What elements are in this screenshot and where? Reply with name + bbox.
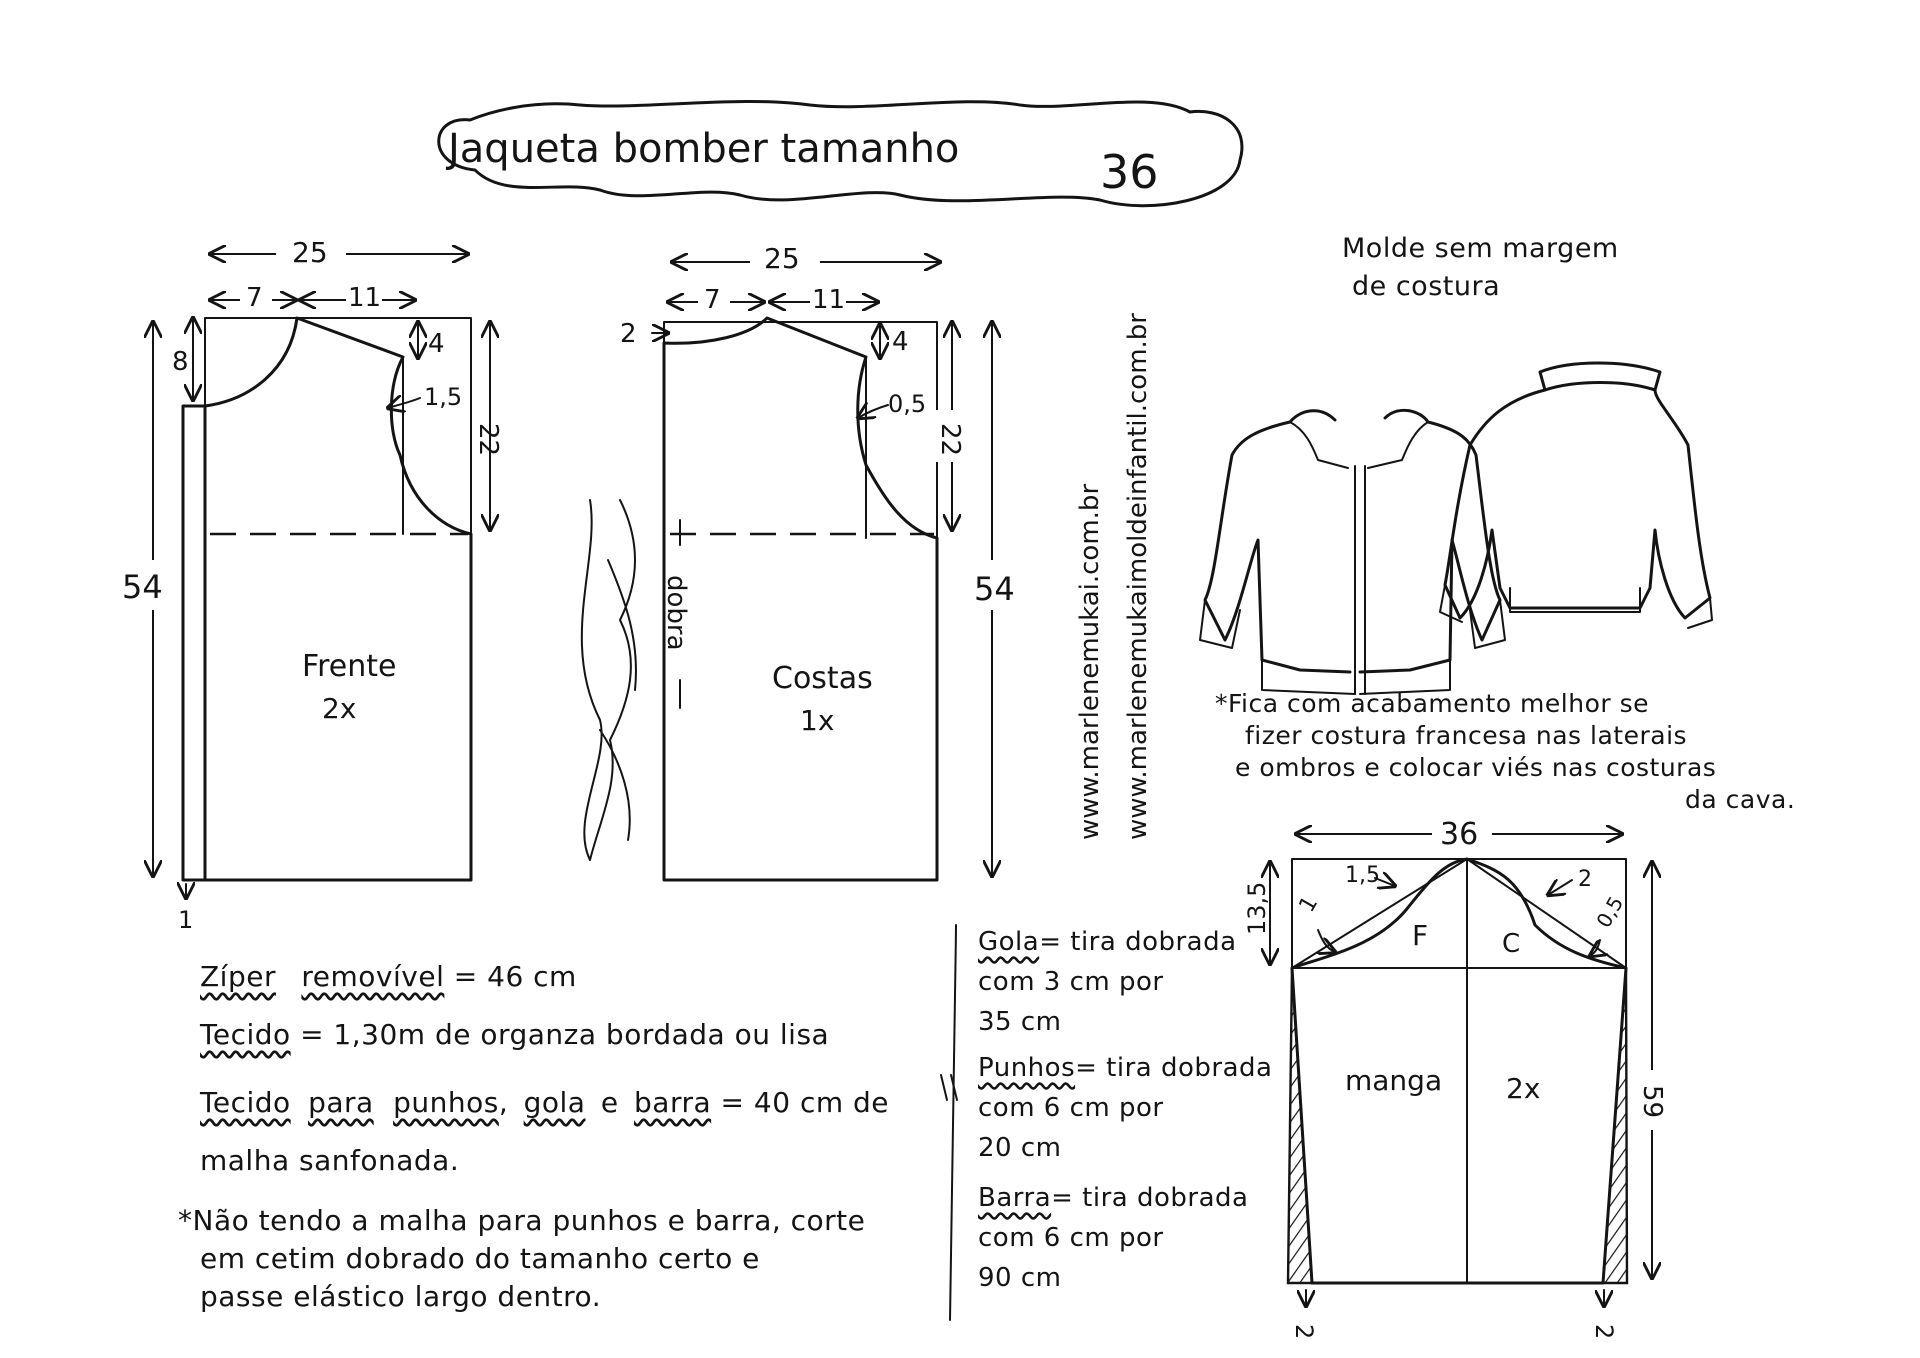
band-line-3: 90 cm — [978, 1263, 1062, 1293]
sleeve-outline — [1290, 857, 1628, 1285]
zipper-word: removível — [301, 960, 445, 993]
front-piece: 25 7 11 8 4 1,5 22 54 1 Frente 2x — [118, 232, 503, 934]
sleeve-width-label: 36 — [1440, 817, 1478, 852]
sleeve-mark-1: 1,5 — [1345, 863, 1380, 888]
front-name: Frente — [302, 649, 396, 684]
sleeve-name: manga — [1345, 1064, 1442, 1097]
band-line-1: = tira dobrada — [1051, 1183, 1249, 1213]
zipper-line: Zíper removível = 46 cm — [200, 948, 889, 1006]
collar-label: Gola — [978, 927, 1040, 957]
sleeve-mark-2: 2 — [1578, 867, 1592, 892]
band-block: Barra= tira dobrada com 6 cm por 90 cm — [978, 1178, 1272, 1298]
trim-word-1: para — [308, 1086, 374, 1119]
cuffs-block: Punhos= tira dobrada com 6 cm por 20 cm — [978, 1048, 1272, 1168]
signature — [580, 499, 637, 861]
sleeve-length-label: 59 — [1637, 1085, 1667, 1118]
pattern-note: Molde sem margem de costura — [1342, 230, 1619, 306]
trim-label: Tecido — [200, 1086, 291, 1119]
jacket-back-sketch — [1439, 361, 1713, 629]
sleeve-cap-height-label: 13,5 — [1243, 882, 1271, 935]
title-cloud — [437, 99, 1244, 208]
collar-line-3: 35 cm — [978, 1007, 1062, 1037]
sleeve-front-label: F — [1412, 919, 1428, 952]
front-extension — [181, 404, 207, 882]
alt-note-line-3: passe elástico largo dentro. — [200, 1280, 602, 1313]
trim-word-4: barra — [634, 1086, 712, 1119]
sleeve-mark-4: 0,5 — [1591, 892, 1628, 932]
front-count: 2x — [322, 692, 356, 725]
pattern-note-line-1: Molde sem margem — [1342, 233, 1619, 264]
back-fold-label: dobra — [661, 575, 691, 651]
finish-note-line-1: *Fica com acabamento melhor se — [1215, 689, 1650, 718]
title-text: Jaqueta bomber tamanho — [445, 126, 959, 172]
cuffs-label: Punhos — [978, 1053, 1076, 1083]
back-count: 1x — [800, 704, 834, 737]
cuffs-line-1: = tira dobrada — [1075, 1053, 1273, 1083]
sleeve-piece: 36 13,5 59 1,5 2 1 0,5 F C manga 2x 2 2 — [1243, 812, 1668, 1339]
back-length-label: 54 — [974, 570, 1015, 608]
front-armhole-curve-arrow — [388, 398, 421, 408]
back-armhole-curve-arrow — [858, 405, 889, 418]
sleeve-count: 2x — [1506, 1072, 1540, 1105]
front-shoulder-label: 11 — [348, 283, 381, 313]
front-width-label: 25 — [292, 236, 328, 269]
front-extension-label: 1 — [178, 906, 193, 934]
trim-value: = 40 cm de — [720, 1086, 890, 1119]
trim-line-2: malha sanfonada. — [200, 1144, 460, 1177]
sleeve-mark-3: 1 — [1295, 892, 1324, 917]
fabric-value: = 1,30m de organza bordada ou lisa — [300, 1018, 830, 1051]
alt-note-line-1: *Não tendo a malha para punhos e barra, … — [178, 1204, 866, 1237]
back-neck-width-label: 7 — [704, 285, 721, 315]
cuffs-line-2: com 6 cm por — [978, 1093, 1164, 1123]
collar-line-1: = tira dobrada — [1039, 927, 1237, 957]
band-line-2: com 6 cm por — [978, 1223, 1164, 1253]
materials: Zíper removível = 46 cm Tecido = 1,30m d… — [178, 948, 890, 1316]
finish-note-line-4: da cava. — [1685, 785, 1796, 814]
website-2: www.marlenemukaimoldeinfantil.com.br — [1123, 313, 1153, 840]
trim-line: Tecido para punhos, gola e barra = 40 cm… — [200, 1086, 890, 1119]
front-length-label: 54 — [122, 568, 163, 606]
jacket-front-sketch — [1199, 408, 1506, 695]
finish-note: *Fica com acabamento melhor se fizer cos… — [1215, 688, 1795, 816]
collar-block: Gola= tira dobrada com 3 cm por 35 cm — [978, 922, 1272, 1042]
front-neck-width-label: 7 — [246, 283, 263, 313]
front-armhole-curve-label: 1,5 — [424, 383, 462, 411]
zipper-value: = 46 cm — [453, 960, 577, 993]
finish-note-line-3: e ombros e colocar viés nas costuras — [1235, 753, 1717, 782]
front-shoulder-drop-label: 4 — [428, 329, 445, 359]
pattern-note-line-2: de costura — [1352, 271, 1501, 302]
notes-divider — [949, 924, 957, 1321]
sleeve-hem-right: 2 — [1590, 1324, 1618, 1339]
trim-word-2: punhos — [393, 1086, 499, 1119]
collar-line-2: com 3 cm por — [978, 967, 1164, 997]
zipper-label: Zíper — [200, 960, 276, 993]
back-name: Costas — [772, 661, 873, 696]
front-armhole-depth-label: 22 — [473, 423, 503, 456]
alt-note: *Não tendo a malha para punhos e barra, … — [178, 1202, 889, 1316]
title-size: 36 — [1100, 145, 1159, 199]
fabric-line: Tecido = 1,30m de organza bordada ou lis… — [200, 1006, 889, 1064]
front-neck-depth-label: 8 — [172, 347, 189, 377]
trim-word-3: gola — [523, 1086, 586, 1119]
back-width-label: 25 — [764, 242, 800, 275]
back-armhole-curve-label: 0,5 — [888, 390, 926, 418]
cuffs-line-3: 20 cm — [978, 1133, 1062, 1163]
sleeve-hem-left: 2 — [1290, 1324, 1318, 1339]
fabric-label: Tecido — [200, 1018, 291, 1051]
back-armhole-depth-label: 22 — [935, 423, 965, 456]
website-1: www.marlenemukai.com.br — [1075, 484, 1105, 840]
strips: Gola= tira dobrada com 3 cm por 35 cm Pu… — [978, 922, 1272, 1298]
alt-note-line-2: em cetim dobrado do tamanho certo e — [200, 1242, 760, 1275]
back-piece: 25 7 11 2 4 0,5 22 54 dobra Costas 1x — [620, 238, 1018, 882]
sleeve-back-label: C — [1502, 929, 1520, 959]
back-shoulder-drop-label: 4 — [892, 327, 909, 357]
front-frame — [204, 317, 472, 535]
back-neck-rise-label: 2 — [620, 319, 637, 349]
band-label: Barra — [978, 1183, 1052, 1213]
finish-note-line-2: fizer costura francesa nas laterais — [1245, 721, 1688, 750]
back-shoulder-label: 11 — [812, 285, 845, 315]
